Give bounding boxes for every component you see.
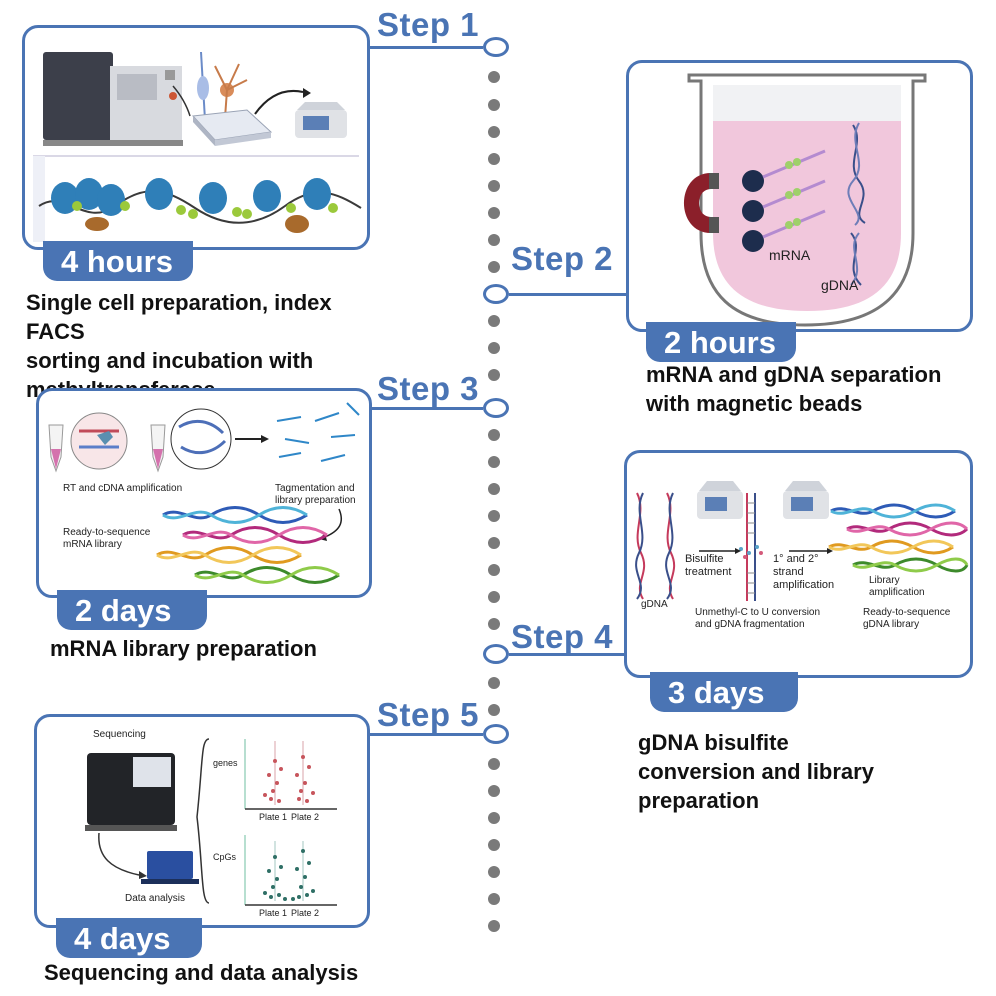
step-1-desc-line: sorting and incubation with [26,348,314,373]
step-2-connector [509,293,629,296]
plate2-top-label: Plate 2 [291,812,320,822]
step-5-label: Step 5 [377,696,480,733]
step-1-duration: 4 hours [43,241,193,281]
strand-amp-label: 1° and 2° strand amplification [773,553,834,592]
mrna-library-illustration [48,402,360,584]
libamp-line: Library [869,575,900,586]
step-4-desc-line: gDNA bisulfite [638,730,789,755]
step-2-description: mRNA and gDNA separation with magnetic b… [646,360,986,418]
plate1-bottom-label: Plate 1 [259,908,288,918]
step-5-duration: 4 days [56,918,202,958]
step-4-desc-line: preparation [638,788,760,813]
step-1-node [483,37,509,57]
step-5-node [483,724,509,744]
sequencing-label: Sequencing [93,729,146,740]
strand-line: strand [773,566,804,578]
step-3-duration: 2 days [57,590,207,630]
genes-label: genes [213,758,238,768]
step-5-panel: Sequencing Data analysis genes CpGs Plat… [34,714,370,928]
step-4-panel: Bisulfite treatment 1° and 2° strand amp… [624,450,973,678]
unmethyl-line: and gDNA fragmentation [695,619,805,630]
bisulfite-line: treatment [685,566,732,578]
bisulfite-label: Bisulfite treatment [685,553,731,579]
ready-mrna-label: Ready-to-sequence mRNA library [63,527,150,551]
step-1-label: Step 1 [377,6,480,43]
plate1-top-label: Plate 1 [259,812,288,822]
library-amp-label: Library amplification [869,575,925,599]
step-2-desc-line: mRNA and gDNA separation [646,362,942,387]
unmethyl-line: Unmethyl-C to U conversion [695,607,821,618]
step-3-desc-line: mRNA library preparation [50,636,317,661]
step-4-label: Step 4 [511,618,614,655]
step-3-panel: RT and cDNA amplification Tagmentation a… [36,388,372,598]
mrna-label: mRNA [769,247,811,263]
facs-illustration [33,51,362,242]
strand-line: 1° and 2° [773,553,819,565]
step-3-label: Step 3 [377,370,480,407]
step-4-connector [509,653,627,656]
step-2-label: Step 2 [511,240,614,277]
step-5-connector [368,733,483,736]
step-1-panel [22,25,370,250]
ready-gdna-line: gDNA library [863,619,920,630]
ready-gdna-label: Ready-to-sequence gDNA library [863,607,950,631]
step-2-desc-line: with magnetic beads [646,391,863,416]
step-4-description: gDNA bisulfite conversion and library pr… [638,728,978,815]
step-4-node [483,644,509,664]
step-1-desc-line: Single cell preparation, index FACS [26,290,332,344]
libamp-line: amplification [869,587,925,598]
bisulfite-illustration [635,481,969,601]
step-1-connector [368,46,483,49]
step-2-duration: 2 hours [646,322,796,362]
data-analysis-label: Data analysis [125,893,186,904]
step-1-description: Single cell preparation, index FACS sort… [26,288,366,404]
tube-illustration [684,73,927,327]
ready-line: mRNA library [63,539,122,550]
sequencing-illustration [85,738,337,906]
plate2-bottom-label: Plate 2 [291,908,320,918]
gdna-label: gDNA [821,277,859,293]
step-5-description: Sequencing and data analysis [44,958,424,987]
cpgs-label: CpGs [213,852,237,862]
ready-gdna-line: Ready-to-sequence [863,607,951,618]
step-3-connector [368,407,483,410]
unmethyl-label: Unmethyl-C to U conversion and gDNA frag… [695,607,820,631]
step-2-node [483,284,509,304]
rt-label: RT and cDNA amplification [63,483,183,494]
strand-line: amplification [773,579,835,591]
tag-line: Tagmentation and [275,483,355,494]
step-3-node [483,398,509,418]
step-4-desc-line: conversion and library [638,759,874,784]
bisulfite-line: Bisulfite [685,553,724,565]
step-5-desc-line: Sequencing and data analysis [44,960,359,985]
step-3-description: mRNA library preparation [50,634,380,663]
ready-line: Ready-to-sequence [63,527,151,538]
tagmentation-label: Tagmentation and library preparation [275,483,356,507]
step-4-duration: 3 days [650,672,798,712]
step-2-panel: mRNA gDNA [626,60,973,332]
gdna-label-step4: gDNA [641,599,668,610]
tag-line: library preparation [275,495,356,506]
